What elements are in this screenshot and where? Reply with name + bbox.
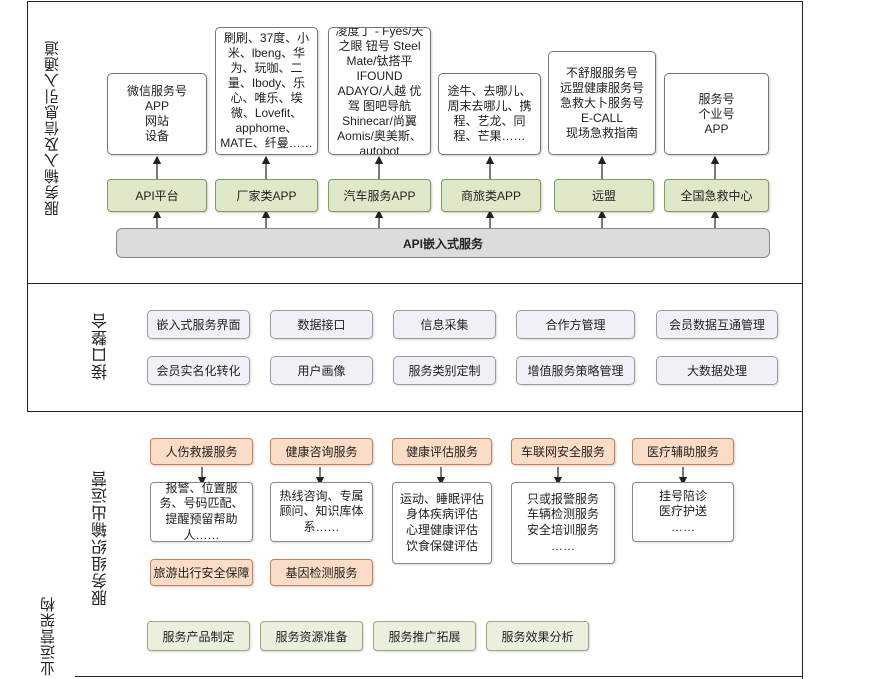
source-box-5: 不舒服服务号 远盟健康服务号 急救大卜服务号 E-CALL 现场急救指南 <box>548 51 656 155</box>
service-detail-1: 报警、位置服务、号码匹配、提醒预留帮助人…… <box>150 481 253 542</box>
source-box-1: 微信服务号 APP 网站 设备 <box>107 73 207 155</box>
interface-box-7: 用户画像 <box>270 356 373 385</box>
channel-box-2: 厂家类APP <box>215 179 318 212</box>
source-box-4: 途牛、去哪儿、周末去哪儿、携程、艺龙、同程、芒果…… <box>438 73 541 155</box>
service-detail-5: 挂号陪诊 医疗护送 …… <box>632 482 734 542</box>
interface-box-5: 会员数据互通管理 <box>656 310 778 339</box>
right-border-output <box>802 411 803 679</box>
channel-box-6: 全国急救中心 <box>664 179 769 212</box>
channel-box-1: API平台 <box>107 179 207 212</box>
api-embedded-bar: API嵌入式服务 <box>116 228 770 258</box>
section-output-divider <box>75 411 803 412</box>
source-box-3: 凌度丁 - Fyes/天之眼 钮号 Steel Mate/钛搭平 IFOUND … <box>328 27 431 155</box>
service-box-1: 人伤救援服务 <box>150 438 253 465</box>
source-box-6: 服务号 个业号 APP <box>664 73 769 155</box>
source-box-2: 刷刷、37度、小米、lbeng、华为、玩咖、二量、Ibody、乐心、唯乐、埃微、… <box>215 27 318 155</box>
interface-box-9: 增值服务策略管理 <box>516 356 635 385</box>
section-input-frame <box>27 1 803 284</box>
service-box-4: 车联网安全服务 <box>511 438 615 465</box>
channel-box-3: 汽车服务APP <box>328 179 431 212</box>
interface-box-1: 嵌入式服务界面 <box>147 310 250 339</box>
service-detail-4: 只或报警服务 车辆检测服务 安全培训服务 …… <box>511 482 615 564</box>
bottom-divider <box>75 676 803 677</box>
ops-box-3: 服务推广拓展 <box>373 621 476 651</box>
interface-box-3: 信息采集 <box>393 310 496 339</box>
ops-box-4: 服务效果分析 <box>486 621 589 651</box>
service-box-gene-testing: 基因检测服务 <box>270 559 373 586</box>
service-box-2: 健康咨询服务 <box>270 438 373 465</box>
ops-box-2: 服务资源准备 <box>260 621 363 651</box>
channel-box-5: 远盟 <box>554 179 654 212</box>
interface-box-6: 会员实名化转化 <box>147 356 250 385</box>
service-box-travel-safety: 旅游出行安全保障 <box>150 559 253 586</box>
service-box-5: 医疗辅助服务 <box>632 438 734 465</box>
service-box-3: 健康评估服务 <box>392 438 492 465</box>
interface-box-2: 数据接口 <box>270 310 373 339</box>
ops-box-1: 服务产品制定 <box>147 621 250 651</box>
service-detail-3: 运动、睡眠评估 身体疾病评估 心理健康评估 饮食保健评估 <box>392 482 492 564</box>
interface-box-4: 合作方管理 <box>516 310 635 339</box>
interface-box-10: 大数据处理 <box>656 356 778 385</box>
interface-box-8: 服务类别定制 <box>393 356 496 385</box>
service-detail-2: 热线咨询、专属顾问、知识库体系…… <box>270 482 373 542</box>
channel-box-4: 商旅类APP <box>441 179 541 212</box>
